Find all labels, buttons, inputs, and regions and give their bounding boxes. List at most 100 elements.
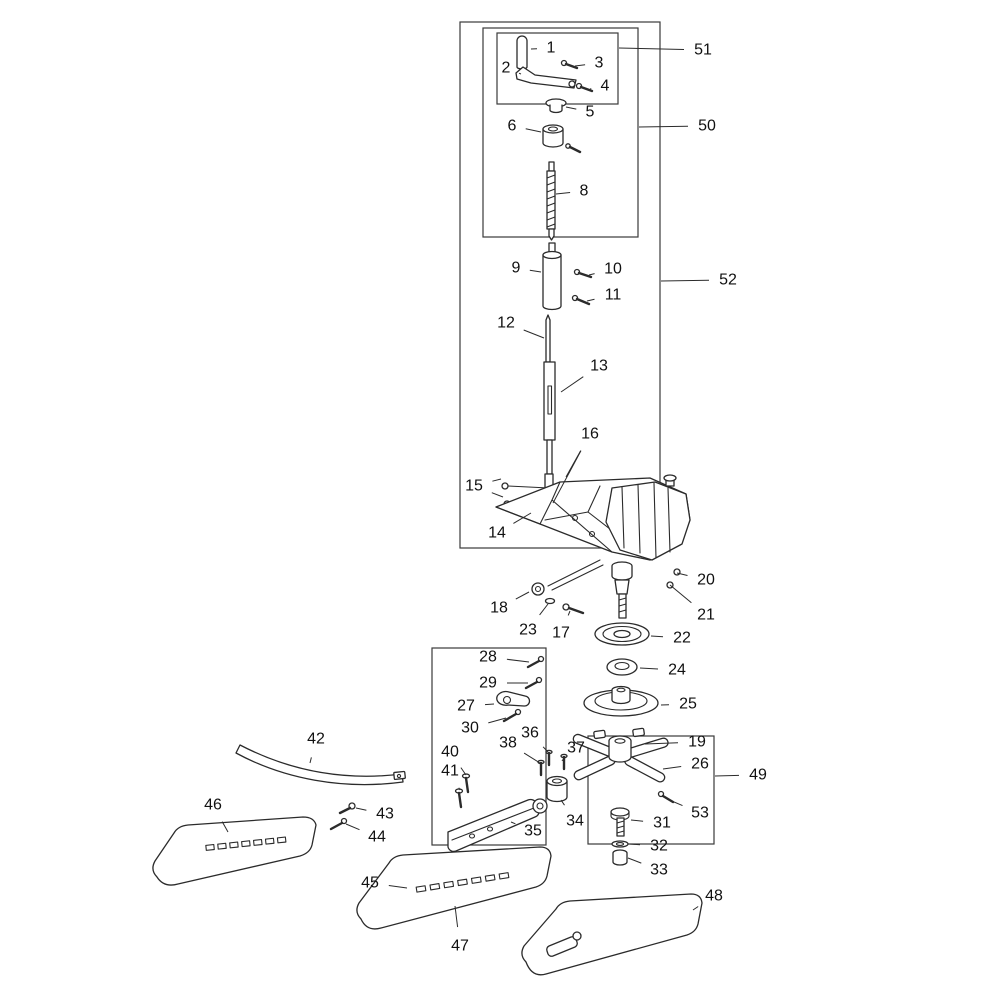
callout-31: 31: [630, 815, 671, 832]
leader-line-3: [574, 64, 586, 67]
part-9-lift-cylinder: [542, 242, 562, 311]
callout-5: 5: [565, 104, 595, 121]
callout-label-34: 34: [566, 813, 584, 830]
part-2-lever: [515, 66, 577, 89]
callout-label-2: 2: [502, 60, 511, 77]
callout-32: 32: [628, 838, 668, 855]
part-3-screw: [560, 59, 579, 70]
leader-line-43: [355, 807, 367, 811]
callout-33: 33: [627, 857, 668, 879]
part-30-screw: [502, 708, 522, 723]
callout-label-23: 23: [519, 622, 537, 639]
callout-38: 38: [499, 735, 541, 764]
callout-46: 46: [204, 797, 229, 833]
callout-15: 15: [465, 478, 504, 498]
callout-label-33: 33: [650, 862, 668, 879]
leader-line-19: [644, 742, 679, 745]
callout-label-41: 41: [441, 763, 459, 780]
leader-line-40: [460, 767, 467, 776]
leader-line-23: [539, 603, 549, 616]
callout-28: 28: [479, 649, 530, 666]
part-13-tube: [543, 361, 556, 475]
leader-line-32: [628, 843, 641, 846]
part-23-washer: [544, 597, 556, 605]
leader-line-30: [488, 717, 507, 724]
part-31-bolt: [610, 807, 630, 837]
callout-label-16: 16: [581, 426, 599, 443]
callout-label-53: 53: [691, 805, 709, 822]
callout-label-17: 17: [552, 625, 570, 642]
callout-47: 47: [451, 905, 469, 955]
callout-27: 27: [457, 698, 495, 715]
callout-label-38: 38: [499, 735, 517, 752]
part-12-rod: [545, 314, 551, 363]
callout-label-46: 46: [204, 797, 222, 814]
leader-line-11: [586, 298, 595, 302]
part-4-screw: [575, 82, 594, 93]
part-44-bolt: [329, 817, 348, 831]
callout-45: 45: [361, 875, 408, 892]
callout-26: 26: [662, 756, 709, 773]
leader-line-50: [638, 125, 689, 128]
frame-49: [587, 735, 715, 845]
part-24-bearing: [606, 658, 638, 676]
callout-label-44: 44: [368, 829, 386, 846]
callout-label-14: 14: [488, 525, 506, 542]
callout-label-9: 9: [512, 260, 521, 277]
callout-label-52: 52: [719, 272, 737, 289]
callout-40: 40: [441, 744, 467, 776]
callout-label-12: 12: [497, 315, 515, 332]
callout-6: 6: [508, 118, 542, 135]
leader-line-2: [518, 72, 522, 75]
part-5-flange-nut: [545, 98, 567, 114]
callout-label-32: 32: [650, 838, 668, 855]
part-41-screw: [454, 788, 464, 809]
part-11-pin: [571, 294, 591, 306]
callout-label-20: 20: [697, 572, 715, 589]
callout-label-45: 45: [361, 875, 379, 892]
part-29-pin: [524, 676, 543, 690]
callout-51: 51: [618, 42, 712, 59]
part-36-screw: [545, 749, 553, 767]
part-20-plug: [673, 568, 681, 576]
callout-52: 52: [660, 272, 737, 289]
callout-18: 18: [490, 591, 530, 617]
leader-line-45: [388, 885, 408, 889]
leader-line-34: [560, 799, 565, 806]
callout-13: 13: [560, 358, 608, 393]
callout-17: 17: [552, 610, 571, 642]
leader-line-6: [525, 128, 542, 133]
leader-line-24: [639, 667, 659, 670]
callout-label-50: 50: [698, 118, 716, 135]
part-28-screw: [526, 655, 545, 669]
part-32-washer: [611, 840, 629, 848]
leader-line-31: [630, 819, 644, 822]
callout-label-3: 3: [595, 55, 604, 72]
callout-44: 44: [345, 823, 386, 846]
part-22-pulley: [594, 622, 650, 646]
callout-label-8: 8: [580, 183, 589, 200]
callout-43: 43: [355, 806, 394, 823]
callout-48: 48: [692, 888, 723, 911]
part-42-guard-rail: [235, 744, 406, 786]
leader-line-46: [221, 821, 229, 833]
callout-1: 1: [530, 40, 556, 57]
leader-line-22: [650, 635, 664, 638]
part-chassis-assembly: [495, 473, 691, 619]
callout-label-15: 15: [465, 478, 483, 495]
leader-line-9: [529, 269, 542, 273]
leader-line-14: [513, 512, 532, 524]
callout-label-51: 51: [694, 42, 712, 59]
leader-line-35: [510, 821, 516, 825]
leader-line-51: [618, 47, 685, 50]
callout-10: 10: [588, 261, 622, 278]
callout-label-27: 27: [457, 698, 475, 715]
leader-line-47: [454, 905, 459, 928]
callout-label-13: 13: [590, 358, 608, 375]
part-8-threaded-rod: [546, 161, 556, 241]
callout-label-4: 4: [601, 78, 610, 95]
callout-22: 22: [650, 630, 691, 647]
callout-label-30: 30: [461, 720, 479, 737]
